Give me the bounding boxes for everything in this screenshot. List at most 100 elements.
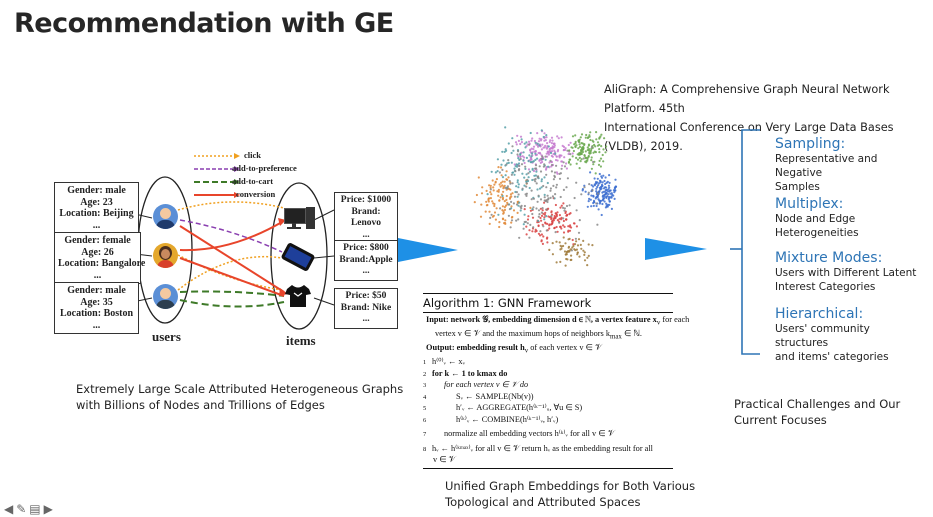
scatter-point (580, 158, 583, 161)
scatter-point (539, 139, 543, 142)
scatter-point (515, 191, 518, 194)
scatter-point (501, 194, 504, 198)
scatter-point (531, 160, 534, 163)
scatter-point (551, 242, 554, 245)
scatter-point (599, 188, 602, 191)
items-label: items (286, 333, 316, 348)
scatter-point (555, 261, 558, 264)
scatter-point (528, 229, 531, 232)
scatter-point (607, 198, 610, 201)
algorithm-input-1: Input: network 𝒢, embedding dimension d … (426, 315, 690, 327)
scatter-point (532, 197, 535, 200)
scatter-point (550, 211, 553, 214)
scatter-point (567, 143, 570, 147)
scatter-point (563, 165, 567, 168)
scatter-point (544, 155, 547, 158)
scatter-point (546, 222, 549, 225)
scatter-point (549, 139, 552, 142)
scatter-point (486, 193, 489, 196)
scatter-point (531, 178, 534, 182)
scatter-point (541, 143, 544, 146)
scatter-point (574, 134, 577, 137)
scatter-point (504, 219, 507, 222)
scatter-point (559, 244, 562, 247)
scatter-point (565, 162, 568, 165)
scatter-point (545, 134, 548, 137)
scatter-point (515, 219, 518, 222)
scatter-point (602, 148, 605, 151)
scatter-point (586, 205, 589, 208)
scatter-point (603, 195, 606, 198)
scatter-point (509, 182, 512, 185)
scatter-point (534, 141, 537, 144)
arrow-right-icon[interactable]: ▶ (43, 502, 56, 516)
scatter-point (501, 176, 505, 179)
scatter-point (574, 145, 577, 148)
scatter-point (540, 211, 543, 214)
scatter-point (529, 206, 532, 209)
scatter-point (590, 167, 593, 170)
scatter-point (542, 184, 545, 188)
scatter-point (564, 148, 567, 151)
scatter-point (568, 158, 571, 161)
scatter-point (540, 240, 543, 243)
scatter-point (536, 188, 539, 191)
scatter-point (561, 164, 564, 167)
scatter-point (560, 218, 563, 221)
tshirt-icon (285, 284, 311, 308)
scatter-point (551, 139, 554, 142)
scatter-point (524, 146, 527, 149)
scatter-point (568, 149, 571, 152)
scatter-point (551, 221, 554, 224)
scatter-point (520, 163, 524, 166)
scatter-point (604, 189, 607, 192)
scatter-point (586, 156, 589, 159)
scatter-point (556, 219, 559, 222)
scatter-point (534, 150, 537, 153)
scatter-point (498, 225, 501, 229)
scatter-point (501, 218, 505, 221)
scatter-point (512, 209, 516, 212)
scatter-point (536, 157, 539, 160)
slides-icon[interactable]: ▤ (29, 502, 44, 516)
scatter-point (601, 153, 604, 157)
scatter-point (586, 264, 589, 267)
scatter-point (570, 254, 573, 257)
scatter-point (545, 229, 548, 232)
scatter-point (557, 137, 560, 140)
scatter-point (522, 159, 525, 162)
pen-icon[interactable]: ✎ (16, 502, 30, 516)
scatter-point (591, 244, 594, 247)
scatter-point (547, 153, 550, 156)
scatter-point (501, 180, 504, 183)
scatter-point (600, 213, 603, 217)
scatter-point (522, 151, 525, 154)
slide-title: Recommendation with GE (14, 8, 394, 39)
scatter-point (543, 163, 546, 166)
scatter-point (539, 234, 542, 237)
scatter-point (548, 140, 551, 144)
edge-conversion-2 (179, 221, 283, 252)
scatter-point (558, 172, 561, 175)
scatter-point (509, 188, 512, 191)
scatter-point (510, 219, 514, 222)
scatter-point (538, 137, 541, 140)
scatter-point (543, 199, 546, 202)
scatter-point (565, 257, 568, 261)
scatter-point (516, 179, 519, 182)
scatter-point (519, 157, 522, 161)
scatter-point (490, 170, 493, 173)
scatter-point (505, 163, 508, 166)
scatter-point (550, 142, 553, 145)
scatter-point (516, 181, 519, 184)
scatter-point (510, 205, 513, 208)
scatter-point (578, 255, 581, 258)
scatter-point (587, 243, 590, 246)
scatter-point (595, 202, 598, 205)
scatter-point (546, 142, 549, 145)
scatter-point (539, 170, 543, 173)
arrow-left-icon[interactable]: ◀ (4, 502, 17, 516)
scatter-point (592, 194, 595, 197)
challenge-multiplex: Multiplex: Node and Edge Heterogeneities (775, 196, 859, 239)
scatter-point (531, 208, 534, 211)
